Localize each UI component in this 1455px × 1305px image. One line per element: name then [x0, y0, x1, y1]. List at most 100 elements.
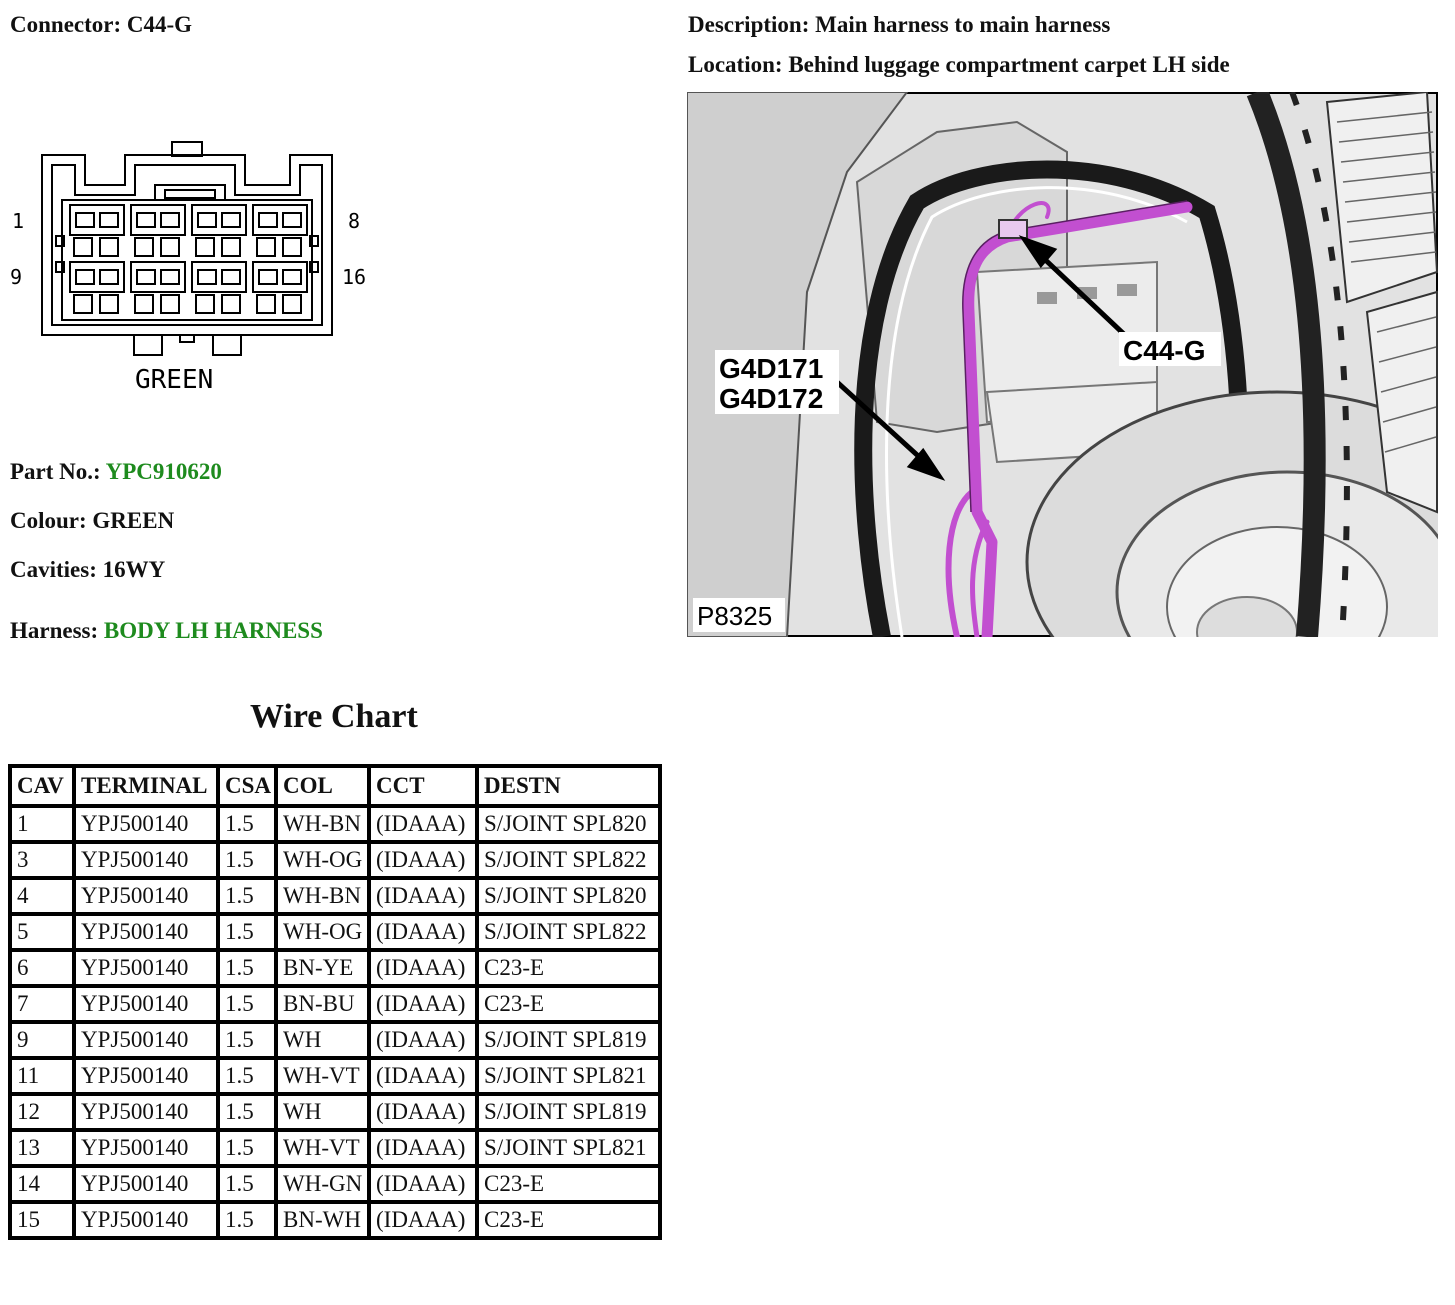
cell-csa: 1.5 — [220, 1168, 274, 1200]
cavity-shape — [191, 261, 247, 293]
cavity-shape — [258, 269, 278, 285]
cavities: Cavities: 16WY — [10, 557, 165, 583]
cell-cct: (IDAAA) — [371, 1060, 475, 1092]
description-label: Description: — [688, 12, 810, 37]
cell-destn: S/JOINT SPL819 — [479, 1024, 658, 1056]
cavity-shape — [134, 237, 154, 257]
cell-cct: (IDAAA) — [371, 1168, 475, 1200]
callout-g4d171: G4D171 — [719, 353, 823, 384]
cavity-shape — [258, 212, 278, 228]
cell-terminal: YPJ500140 — [76, 988, 216, 1020]
cavity-shape — [73, 294, 93, 314]
cavity-shape — [99, 212, 119, 228]
connector-id: Connector: C44-G — [10, 12, 192, 38]
cell-terminal: YPJ500140 — [76, 952, 216, 984]
cell-destn: S/JOINT SPL822 — [479, 844, 658, 876]
colour-value: GREEN — [92, 508, 175, 533]
cavity-shape — [252, 261, 308, 293]
pin-label-16: 16 — [342, 265, 366, 289]
cavity-shape — [221, 269, 241, 285]
cell-cct: (IDAAA) — [371, 808, 475, 840]
cell-terminal: YPJ500140 — [76, 916, 216, 948]
cavity-shape — [195, 237, 215, 257]
callout-g4d172: G4D172 — [719, 383, 823, 414]
cavity-shape — [134, 294, 154, 314]
cell-csa: 1.5 — [220, 1060, 274, 1092]
cell-cct: (IDAAA) — [371, 1096, 475, 1128]
cell-csa: 1.5 — [220, 844, 274, 876]
cell-destn: S/JOINT SPL822 — [479, 916, 658, 948]
cell-cct: (IDAAA) — [371, 880, 475, 912]
cell-cav: 5 — [12, 916, 72, 948]
pin-label-8: 8 — [348, 209, 360, 233]
cell-terminal: YPJ500140 — [76, 1024, 216, 1056]
location: Location: Behind luggage compartment car… — [688, 52, 1230, 78]
cavity-shape — [256, 237, 276, 257]
cell-terminal: YPJ500140 — [76, 1060, 216, 1092]
cavity-shape — [197, 269, 217, 285]
cavity-shape — [195, 294, 215, 314]
cavity-shape — [99, 237, 119, 257]
cavity-shape — [282, 212, 302, 228]
pin-label-9: 9 — [10, 265, 22, 289]
cell-cav: 13 — [12, 1132, 72, 1164]
cell-col: BN-BU — [278, 988, 367, 1020]
cell-cav: 4 — [12, 880, 72, 912]
cell-cct: (IDAAA) — [371, 1024, 475, 1056]
cell-cct: (IDAAA) — [371, 1204, 475, 1236]
cell-col: WH — [278, 1024, 367, 1056]
cell-col: WH-BN — [278, 808, 367, 840]
connector-value: C44-G — [126, 12, 193, 37]
callout-c44g: C44-G — [1123, 335, 1205, 366]
cavity-shape — [136, 212, 156, 228]
part-number: Part No.: YPC910620 — [10, 459, 222, 485]
cell-terminal: YPJ500140 — [76, 880, 216, 912]
cell-cav: 11 — [12, 1060, 72, 1092]
connector-label: Connector: — [10, 12, 122, 37]
part-number-label: Part No.: — [10, 459, 101, 484]
cell-csa: 1.5 — [220, 880, 274, 912]
cavity-shape — [160, 294, 180, 314]
cavity-shape — [99, 294, 119, 314]
cavity-shape — [75, 269, 95, 285]
harness-value: BODY LH HARNESS — [103, 618, 323, 643]
cell-cct: (IDAAA) — [371, 844, 475, 876]
cavity-shape — [221, 237, 241, 257]
wire-chart-title: Wire Chart — [250, 698, 418, 735]
connector-face-diagram: 1 8 9 16 GREEN — [10, 141, 366, 395]
cell-csa: 1.5 — [220, 988, 274, 1020]
cell-col: WH — [278, 1096, 367, 1128]
connector-location-illustration: C44-G G4D171 G4D172 P8325 — [687, 92, 1438, 637]
cell-terminal: YPJ500140 — [76, 1132, 216, 1164]
cell-destn: S/JOINT SPL821 — [479, 1132, 658, 1164]
cell-destn: C23-E — [479, 952, 658, 984]
cavities-label: Cavities: — [10, 557, 97, 582]
cavity-shape — [282, 237, 302, 257]
cell-csa: 1.5 — [220, 1096, 274, 1128]
cell-col: BN-WH — [278, 1204, 367, 1236]
cell-csa: 1.5 — [220, 916, 274, 948]
cell-cav: 9 — [12, 1024, 72, 1056]
diagram-colour-caption: GREEN — [135, 365, 213, 395]
cell-cav: 14 — [12, 1168, 72, 1200]
cell-csa: 1.5 — [220, 1204, 274, 1236]
table-header-row: CAV TERMINAL CSA COL CCT DESTN — [12, 768, 658, 804]
cell-destn: S/JOINT SPL819 — [479, 1096, 658, 1128]
cell-cav: 12 — [12, 1096, 72, 1128]
col-header-col: COL — [278, 768, 367, 804]
cell-terminal: YPJ500140 — [76, 844, 216, 876]
cell-cav: 1 — [12, 808, 72, 840]
cavity-shape — [221, 294, 241, 314]
cell-destn: S/JOINT SPL821 — [479, 1060, 658, 1092]
cell-destn: S/JOINT SPL820 — [479, 880, 658, 912]
cell-csa: 1.5 — [220, 808, 274, 840]
cell-cav: 6 — [12, 952, 72, 984]
description: Description: Main harness to main harnes… — [688, 12, 1110, 38]
